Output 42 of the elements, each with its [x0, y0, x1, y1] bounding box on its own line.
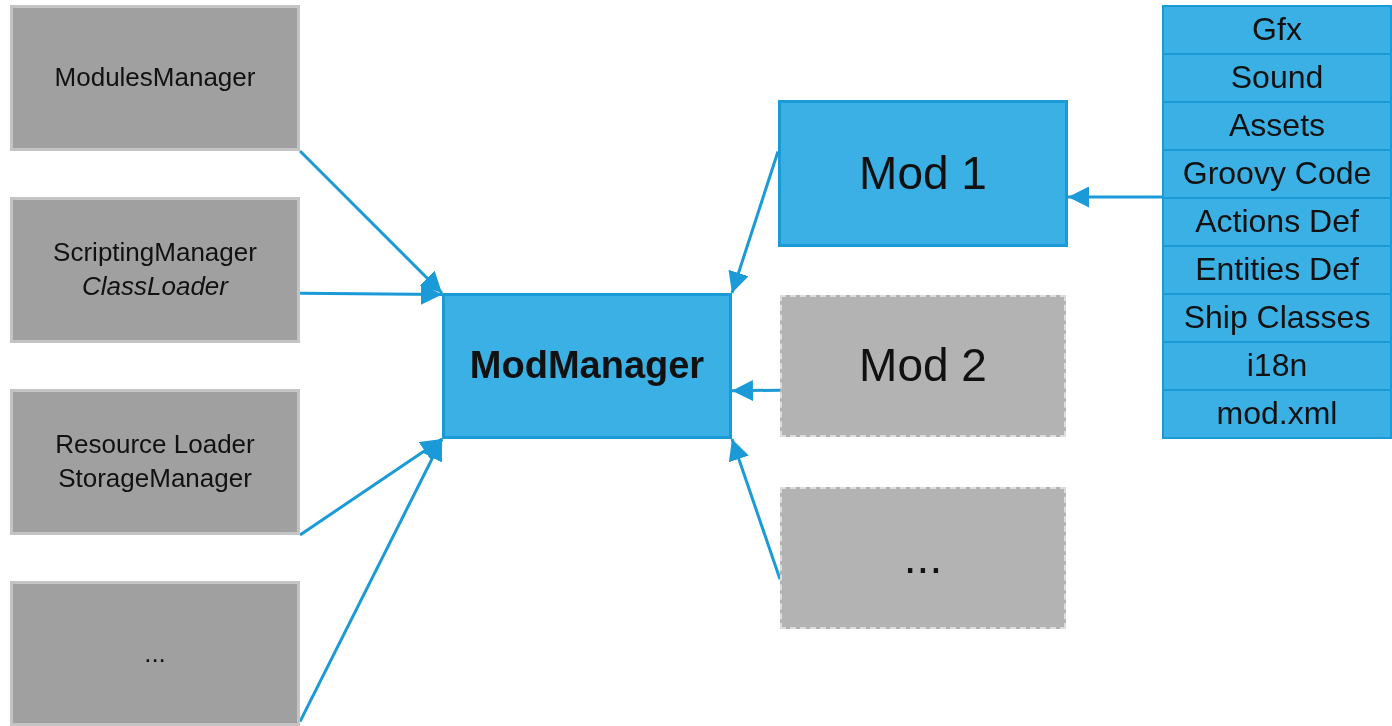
- node-label: ...: [144, 636, 166, 670]
- module-box: [10, 197, 300, 343]
- node-label: Sound: [1230, 58, 1324, 98]
- node-label: Gfx: [1252, 10, 1302, 50]
- list-item-cell: [1162, 101, 1392, 151]
- module-box: [10, 5, 300, 151]
- module-box: [780, 295, 1066, 437]
- node-label: Actions Def: [1195, 202, 1359, 242]
- module-box: [780, 487, 1066, 629]
- arrow: [1068, 186, 1162, 208]
- arrow: [728, 438, 782, 580]
- node-label: ...: [903, 530, 943, 586]
- node-label: Entities Def: [1195, 250, 1359, 290]
- module-box: [10, 389, 300, 535]
- node-label: Assets: [1229, 106, 1325, 146]
- arrow: [731, 380, 781, 401]
- list-item-cell: [1162, 149, 1392, 199]
- list-item-cell: [1162, 341, 1392, 391]
- list-item-cell: [1162, 389, 1392, 439]
- node-title: ModManager: [469, 343, 705, 389]
- module-box: [778, 100, 1068, 247]
- node-label: Mod 1: [859, 145, 987, 201]
- list-item-cell: [1162, 245, 1392, 295]
- node-label: i18n: [1246, 346, 1308, 386]
- list-item-cell: [1162, 53, 1392, 103]
- list-item-cell: [1162, 5, 1392, 55]
- arrow: [298, 149, 444, 295]
- node-label: ModulesManager: [54, 61, 256, 95]
- node-label: Groovy Code: [1182, 154, 1372, 194]
- node-label: Mod 2: [859, 338, 987, 394]
- arrow: [300, 283, 442, 305]
- arrow: [728, 151, 780, 294]
- manager-box: [442, 293, 732, 439]
- list-item-cell: [1162, 293, 1392, 343]
- node-label: mod.xml: [1216, 394, 1338, 434]
- arrow: [299, 437, 443, 537]
- node-label: Resource Loader StorageManager: [54, 428, 256, 495]
- module-box: [10, 581, 300, 726]
- list-item-cell: [1162, 197, 1392, 247]
- node-label: Ship Classes: [1183, 298, 1371, 338]
- arrow: [298, 438, 444, 723]
- node-label: ScriptingManager ClassLoader: [52, 236, 258, 303]
